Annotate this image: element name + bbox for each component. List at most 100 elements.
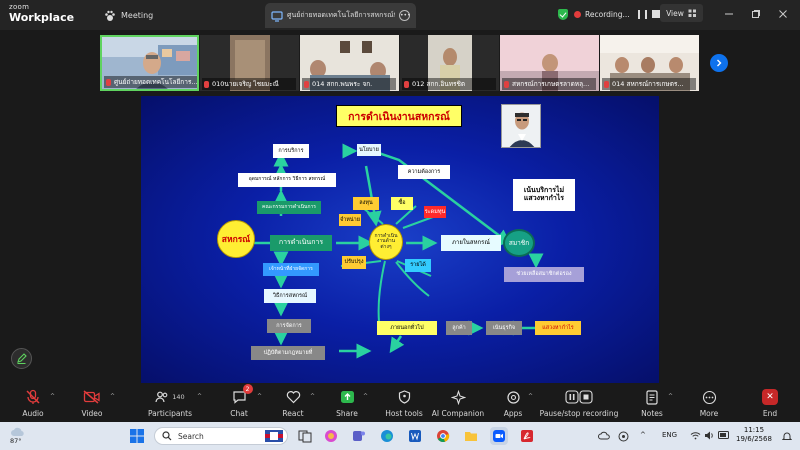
shared-screen[interactable]: การดำเนินงานสหกรณ์ สหกรณ์ การดำเนินงานด้… <box>141 96 659 383</box>
pen-icon <box>17 353 27 364</box>
react-button[interactable]: React <box>280 388 306 420</box>
muted-mic-icon <box>404 80 409 88</box>
chrome-icon[interactable] <box>434 427 452 445</box>
chat-label: Chat <box>230 409 248 418</box>
participant-tile[interactable]: 012 สกก.อินทรชิต <box>400 35 499 91</box>
system-clock[interactable]: 11:15 19/6/2568 <box>736 426 772 445</box>
chat-button[interactable]: 2 Chat <box>226 384 253 420</box>
maximize-icon[interactable] <box>747 5 765 23</box>
brand-line2: Workplace <box>9 11 75 24</box>
participant-name: 012 สกก.อินทรชิต <box>402 78 496 90</box>
start-icon[interactable] <box>128 427 146 445</box>
cloud-icon <box>11 427 24 436</box>
teams-icon[interactable] <box>350 427 368 445</box>
box-customer: ลูกค้า <box>446 321 472 335</box>
participant-video <box>500 35 599 91</box>
apps-options-chevron-icon[interactable]: ^ <box>528 393 534 400</box>
camera-off-icon <box>83 390 100 404</box>
participant-tile[interactable]: 014 สหกรณ์การเกษตร... <box>600 35 699 91</box>
audio-options-chevron-icon[interactable]: ^ <box>50 393 56 400</box>
view-button[interactable]: View <box>660 4 703 22</box>
input-language[interactable]: ENG <box>662 431 678 439</box>
acrobat-icon[interactable] <box>518 427 536 445</box>
box-business: เน้นธุรกิจ <box>486 321 522 335</box>
video-button[interactable]: Video <box>77 388 107 420</box>
more-options-icon[interactable]: ••• <box>399 10 411 21</box>
file-explorer-icon[interactable] <box>462 427 480 445</box>
video-label: Video <box>81 409 103 418</box>
edge-icon[interactable] <box>378 427 396 445</box>
apps-button[interactable]: Apps <box>502 388 524 420</box>
clock-time: 11:15 <box>743 426 765 434</box>
share-options-chevron-icon[interactable]: ^ <box>363 393 369 400</box>
ai-companion-button[interactable]: AI Companion <box>432 388 484 420</box>
volume-icon[interactable] <box>704 431 715 442</box>
zoom-app-icon[interactable] <box>490 427 508 445</box>
weather-temp: 87° <box>10 437 22 445</box>
goal-line2: แสวงหากำไร <box>523 194 565 202</box>
muted-mic-icon <box>106 78 111 86</box>
recording-label: Recording... <box>585 9 630 19</box>
search-placeholder: Search <box>178 431 204 441</box>
taskbar-search[interactable]: Search <box>154 427 288 445</box>
audio-label: Audio <box>22 409 44 418</box>
end-meeting-button[interactable]: ✕ End <box>758 388 782 420</box>
box-invest: ลงทุน <box>353 197 379 210</box>
tray-cloud-icon[interactable] <box>598 431 610 442</box>
task-view-icon[interactable] <box>296 427 314 445</box>
shield-icon <box>398 390 410 404</box>
notes-options-chevron-icon[interactable]: ^ <box>668 393 674 400</box>
grid-icon <box>688 9 696 17</box>
react-options-chevron-icon[interactable]: ^ <box>310 393 316 400</box>
cooperative-circle: สหกรณ์ <box>217 220 255 258</box>
view-label: View <box>666 8 684 18</box>
audio-button[interactable]: Audio <box>18 388 48 420</box>
annotate-button[interactable] <box>11 348 32 369</box>
battery-icon[interactable] <box>718 431 730 441</box>
box-help-member: ช่วยเหลือสมาชิกต่อรอง <box>504 267 584 282</box>
stop-recording-icon[interactable] <box>651 10 660 18</box>
participant-tile[interactable]: ศูนย์ถ่ายทอดเทคโนโลยีการ... <box>100 35 199 91</box>
share-button[interactable]: Share <box>335 388 359 420</box>
participant-tile[interactable]: สหกรณ์การเกษตรลาดหลุ... <box>500 35 599 91</box>
video-options-chevron-icon[interactable]: ^ <box>110 393 116 400</box>
box-committee: คณะกรรมการดำเนินการ <box>257 201 321 214</box>
notification-bell-icon[interactable] <box>781 431 793 443</box>
word-icon[interactable] <box>406 427 424 445</box>
end-label: End <box>762 409 778 418</box>
more-button[interactable]: More <box>697 388 721 420</box>
host-tools-button[interactable]: Host tools <box>384 388 424 420</box>
pause-recording-icon[interactable] <box>637 9 647 19</box>
more-dots-icon <box>702 390 716 404</box>
pause-stop-recording-button[interactable]: Pause/stop recording <box>540 388 618 420</box>
meeting-toolbar: Audio ^ Video ^ 140 Participants ^ 2 Cha… <box>0 384 800 422</box>
participant-tile[interactable]: 010นายเจริญ ไชยมะณี <box>200 35 299 91</box>
presenter-photo <box>501 104 541 148</box>
copilot-icon[interactable] <box>322 427 340 445</box>
pause-stop-icon <box>565 390 593 404</box>
tray-zoom-icon[interactable] <box>618 431 629 444</box>
wifi-icon[interactable] <box>690 431 701 442</box>
participant-video <box>102 37 197 89</box>
close-icon[interactable] <box>774 5 792 23</box>
apps-label: Apps <box>503 409 523 418</box>
people-icon <box>155 391 168 403</box>
box-sell: จำหน่าย <box>339 214 361 226</box>
notes-button[interactable]: Notes <box>640 388 664 420</box>
recording-indicator: Recording... <box>558 5 660 23</box>
chat-options-chevron-icon[interactable]: ^ <box>257 393 263 400</box>
end-x-icon: ✕ <box>762 389 778 405</box>
tab-meeting[interactable]: Meeting <box>104 3 153 28</box>
next-participants-button[interactable] <box>710 54 728 72</box>
presentation-slide: การดำเนินงานสหกรณ์ สหกรณ์ การดำเนินงานด้… <box>141 96 659 383</box>
box-inside-coop: ภายในสหกรณ์ <box>441 235 501 251</box>
more-label: More <box>699 409 719 418</box>
participants-options-chevron-icon[interactable]: ^ <box>197 393 203 400</box>
participants-button[interactable]: 140 Participants <box>148 388 192 420</box>
weather-widget[interactable]: 87° <box>10 426 26 445</box>
tray-chevron-icon[interactable]: ^ <box>640 431 646 439</box>
share-label: Share <box>336 409 358 418</box>
participant-tile[interactable]: 014 สกก.พนพระ จก. <box>300 35 399 91</box>
minimize-icon[interactable] <box>720 5 738 23</box>
tab-shared-screen[interactable]: ศูนย์ถ่ายทอดเทคโนโลยีการสหกรณ์ที่ 13 ••• <box>265 3 416 28</box>
